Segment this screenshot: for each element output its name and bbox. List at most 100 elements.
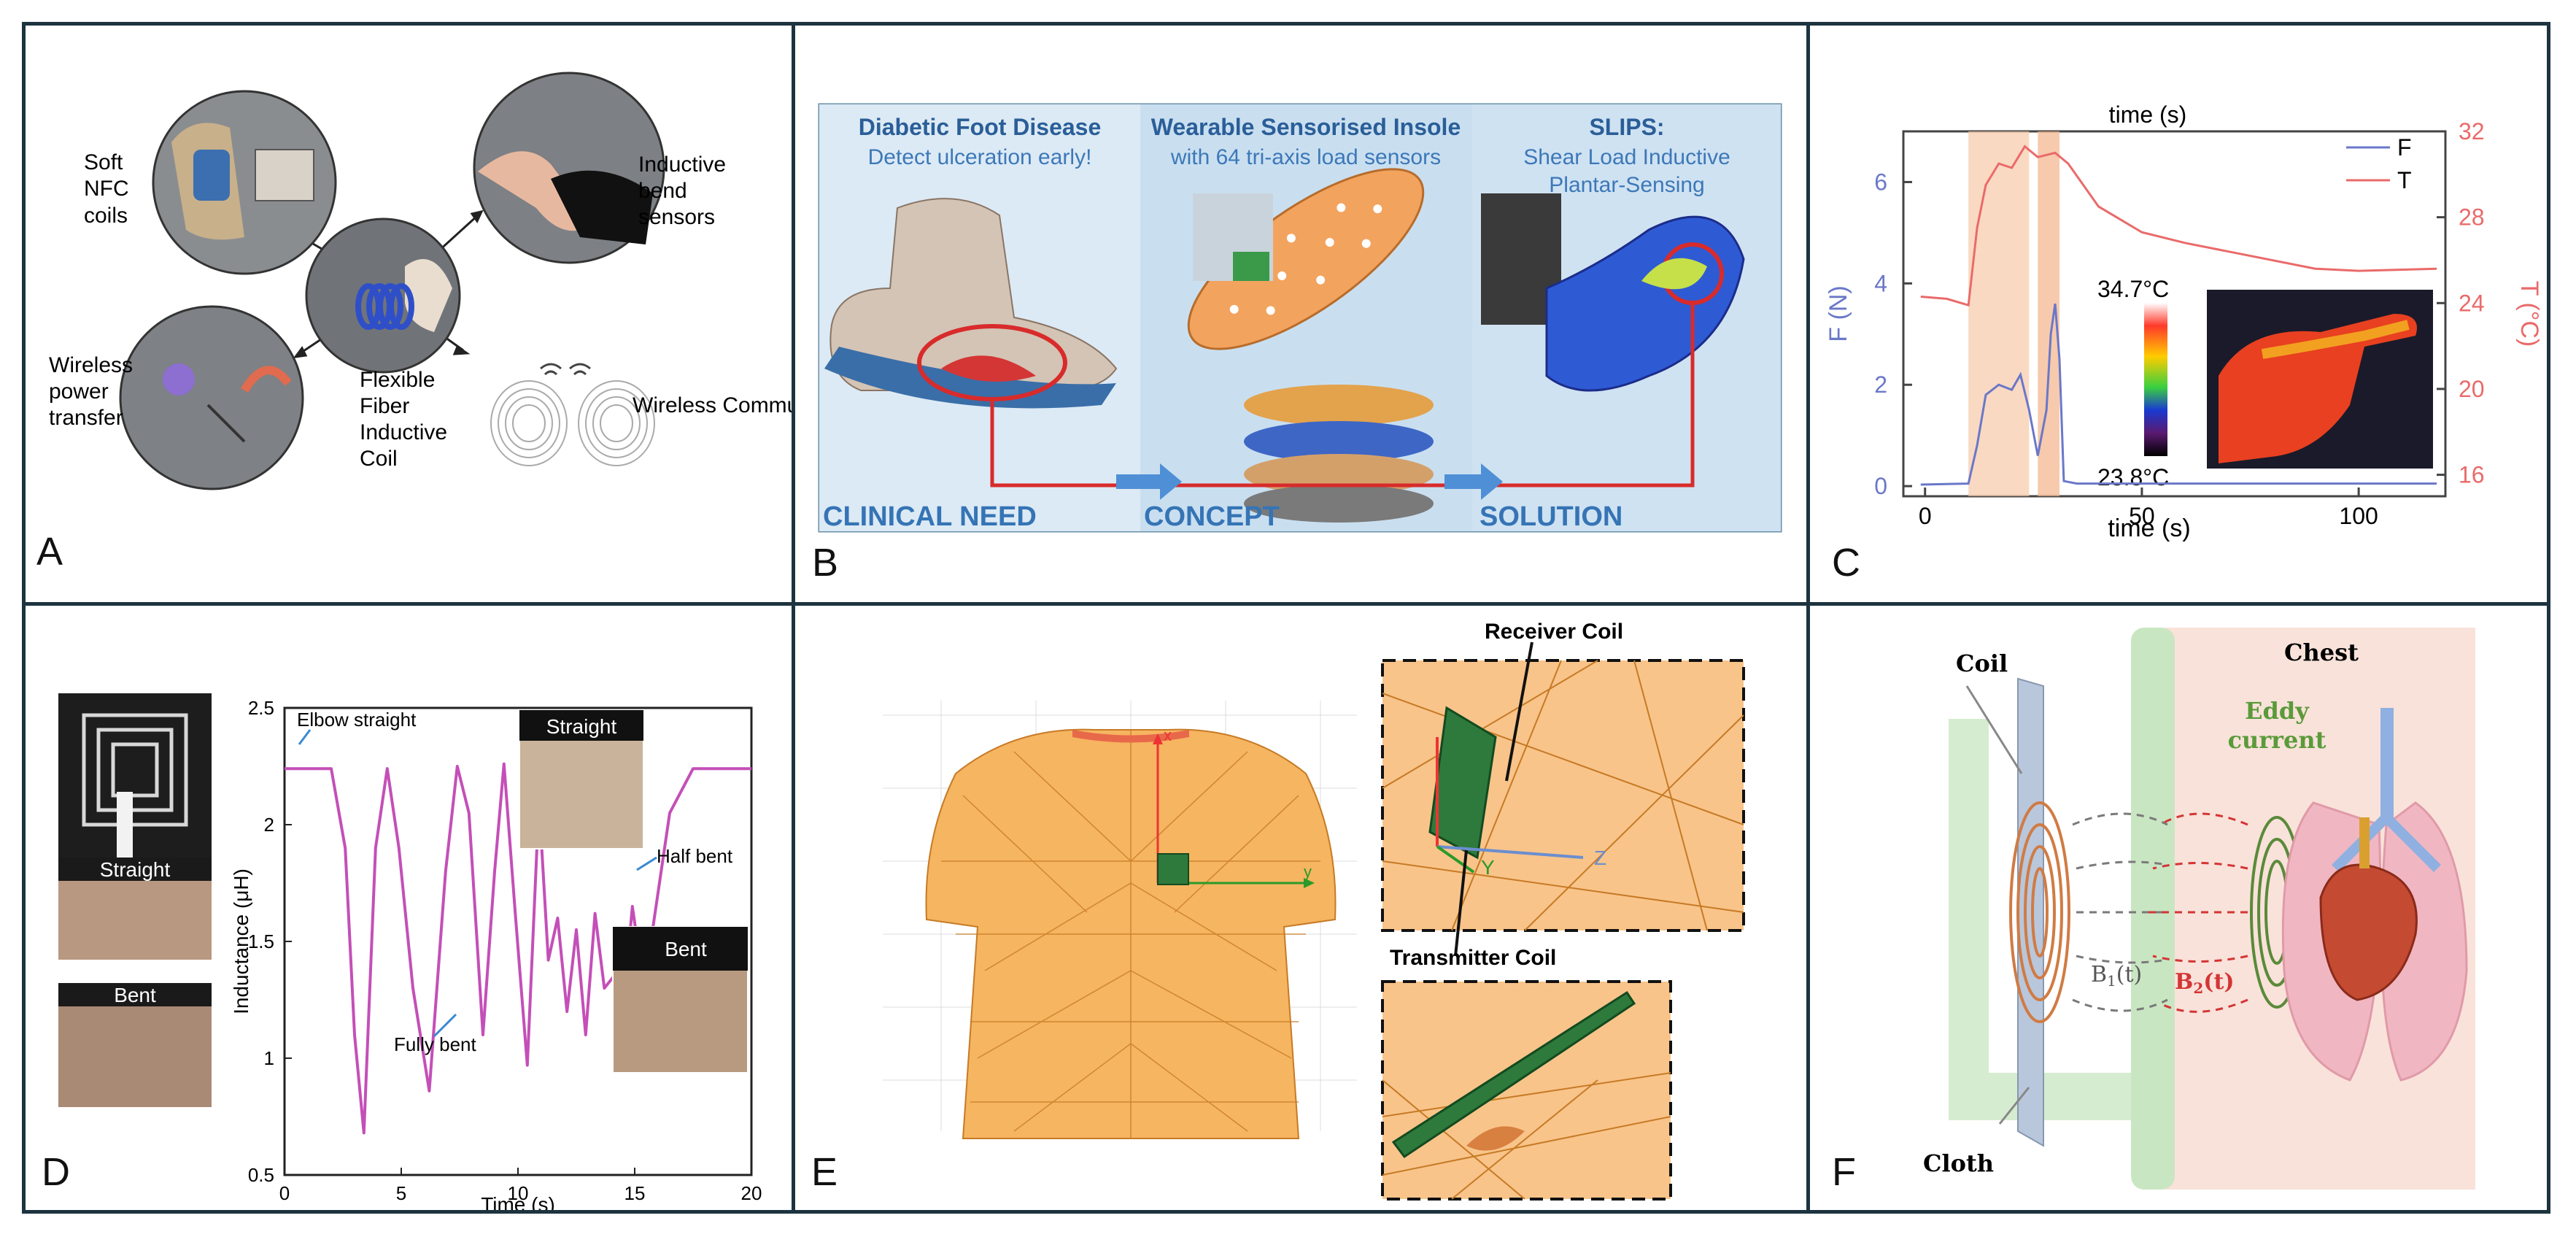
d-ytick-label: 0.5	[248, 1164, 274, 1186]
b2-label: B2(t)	[2175, 969, 2235, 997]
c-ytick-label: 4	[1874, 270, 1887, 296]
panel-a: Soft NFC coils Inductive bend sensors Wi…	[26, 26, 792, 602]
c-y2tick-label: 16	[2459, 462, 2485, 488]
col1-sub: Detect ulceration early!	[868, 145, 1092, 169]
label-coil: Coil	[360, 447, 398, 471]
col3-title: SLIPS:	[1589, 114, 1664, 140]
label-coils: coils	[84, 204, 128, 228]
label-sensors: sensors	[638, 205, 715, 229]
c-ytick-label: 0	[1874, 473, 1887, 499]
series-f-line	[1920, 303, 2437, 486]
label-transfer: transfer	[49, 406, 123, 430]
b1-field-arrows	[2072, 812, 2168, 1012]
c-xtick-label: 100	[2339, 503, 2378, 529]
cloth-shape	[1949, 719, 2131, 1120]
label-bend: bend	[638, 179, 687, 203]
c-ytick-label: 6	[1874, 169, 1887, 195]
chart-d-x-label: Time (s)	[481, 1193, 555, 1210]
d-ytick-label: 1.5	[248, 930, 274, 952]
coil-photo	[58, 693, 212, 858]
receiver-coil-plate	[1428, 706, 1497, 860]
annotation-fully: Fully bent	[394, 1033, 476, 1055]
c-y2tick-label: 28	[2459, 204, 2485, 231]
label-fiber: Fiber	[360, 394, 409, 418]
coil-label: Coil	[1956, 650, 2008, 677]
d-xtick-label: 10	[508, 1182, 529, 1204]
c-xtick-label: 50	[2129, 503, 2155, 529]
legend-f-label: F	[2397, 134, 2412, 161]
panel-e: x y Y Z Receiver Coil Transmitter Coil E	[795, 606, 1806, 1210]
label-solution: SOLUTION	[1480, 501, 1622, 532]
receiver-label: Receiver Coil	[1485, 620, 1623, 644]
eddy-label-1: Eddy	[2245, 697, 2310, 725]
col2-sub: with 64 tri-axis load sensors	[1170, 145, 1441, 169]
panel-c-letter: C	[1832, 541, 1860, 585]
chart-c-frame	[1902, 130, 2447, 498]
colorbar	[2144, 303, 2167, 456]
label-clinical-need: CLINICAL NEED	[823, 501, 1037, 532]
inset-bent-label: Bent	[665, 938, 707, 960]
inset-straight-label: Straight	[546, 715, 617, 738]
transmit-coil	[2009, 801, 2070, 1023]
d-xtick-label: 0	[279, 1182, 290, 1204]
d-xtick-label: 20	[741, 1182, 762, 1204]
b2-field-arrows	[2146, 812, 2248, 1013]
label-flexible: Flexible	[360, 368, 435, 392]
col3-sub2: Plantar-Sensing	[1549, 173, 1704, 197]
inset-axis-z: Z	[1594, 847, 1606, 869]
col1-title: Diabetic Foot Disease	[859, 114, 1102, 140]
label-inductive-coil: Inductive	[360, 420, 447, 444]
inset-axis-y: Y	[1481, 856, 1495, 879]
panel-b-illustration: Diabetic Foot Disease Detect ulceration …	[818, 103, 1782, 533]
colorbar-max: 34.7°C	[2097, 276, 2169, 302]
chart-c-y2-label: T (°C)	[2515, 281, 2543, 347]
axis-x-label: x	[1164, 726, 1172, 744]
transmitter-label: Transmitter Coil	[1390, 946, 1556, 970]
panel-a-letter: A	[36, 530, 63, 574]
wireless-power-photo	[119, 305, 304, 490]
transmitter-inset	[1381, 980, 1672, 1201]
annotation-elbow: Elbow straight	[297, 709, 417, 731]
legend-t-label: T	[2397, 167, 2412, 193]
d-ytick-label: 2	[264, 814, 274, 836]
d-xtick-label: 5	[396, 1182, 406, 1204]
photo-straight-label: Straight	[100, 858, 171, 881]
panel-f: Coil Chest Eddy current B1(t) B2(t) Clot…	[1810, 606, 2547, 1210]
chart-c-x-label: time (s)	[2108, 515, 2190, 542]
panel-e-letter: E	[811, 1150, 838, 1194]
panel-b: Diabetic Foot Disease Detect ulceration …	[795, 26, 1806, 602]
label-power: power	[49, 379, 109, 404]
panel-a-illustration: Soft NFC coils Inductive bend sensors Wi…	[49, 72, 792, 490]
photo-bent-label: Bent	[114, 984, 156, 1006]
col2-title: Wearable Sensorised Insole	[1151, 114, 1461, 140]
d-ytick-label: 1	[264, 1047, 274, 1069]
annotation-half: Half bent	[657, 845, 733, 867]
spiral-coils	[490, 380, 655, 466]
transmitter-coil-plate	[1391, 990, 1636, 1159]
c-ytick-label: 2	[1874, 371, 1887, 398]
c-xtick-label: 0	[1919, 503, 1932, 529]
c-y2tick-label: 24	[2459, 290, 2485, 316]
panel-e-illustration: x y Y Z Receiver Coil Transmitter Coil	[883, 620, 1745, 1201]
transmitter-pointer	[1454, 849, 1468, 957]
receiver-pointer	[1505, 641, 1533, 782]
label-soft: Soft	[84, 150, 123, 174]
series-t-line	[1920, 144, 2437, 307]
label-wireless: Wireless	[49, 353, 133, 377]
chart-c-y-label: F (N)	[1825, 285, 1852, 342]
label-inductive: Inductive	[638, 153, 726, 177]
coil-plate	[2017, 677, 2044, 1147]
panel-f-letter: F	[1832, 1150, 1856, 1194]
chart-c-top-axis-label: time (s)	[2109, 101, 2187, 128]
axis-y-label: y	[1304, 863, 1312, 881]
d-xtick-label: 15	[624, 1182, 646, 1204]
colorbar-min: 23.8°C	[2097, 464, 2169, 490]
chart-d-y-label: Inductance (μH)	[230, 868, 252, 1014]
cloth-label: Cloth	[1923, 1149, 1994, 1177]
c-y2tick-label: 32	[2459, 118, 2485, 144]
b1-label: B1(t)	[2091, 962, 2142, 990]
panel-f-frame	[1806, 602, 2550, 1214]
eddy-label-2: current	[2228, 726, 2326, 754]
